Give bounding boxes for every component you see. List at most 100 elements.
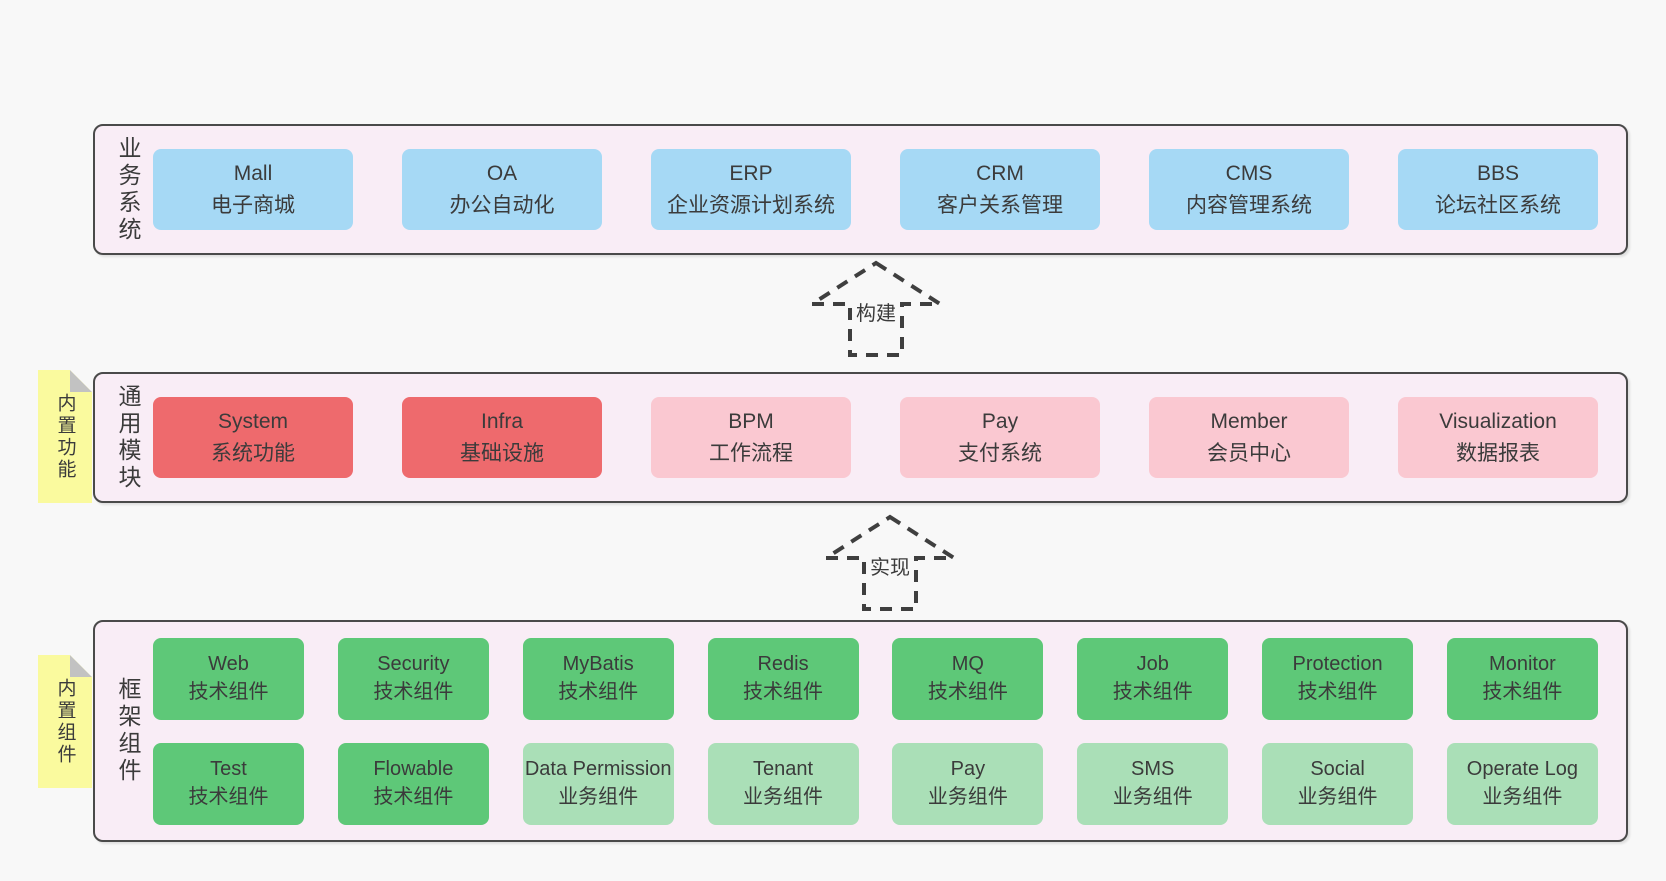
sticky-label-builtin-features: 内置功能 <box>54 392 76 481</box>
module-box: Redis 技术组件 <box>707 637 859 720</box>
folded-corner-icon <box>70 655 92 677</box>
module-box: Security 技术组件 <box>337 637 489 720</box>
module-subtitle: 技术组件 <box>188 785 269 808</box>
layer-label-framework-components: 框架组件 <box>115 677 141 785</box>
module-subtitle: 技术组件 <box>558 680 639 703</box>
module-box: Flowable 技术组件 <box>337 742 489 825</box>
module-name: CMS <box>1225 162 1273 185</box>
module-name: Web <box>208 653 249 676</box>
module-name: Infra <box>480 410 524 433</box>
module-box: CRM 客户关系管理 <box>900 149 1100 230</box>
module-box: BBS 论坛社区系统 <box>1398 149 1598 230</box>
module-name: BPM <box>728 410 774 433</box>
arrow-up-implement-icon: 实现 <box>819 514 961 611</box>
module-subtitle: 系统功能 <box>211 441 295 465</box>
module-box: Monitor 技术组件 <box>1446 637 1598 720</box>
module-box: Visualization 数据报表 <box>1398 397 1598 478</box>
module-box: OA 办公自动化 <box>402 149 602 230</box>
module-row: System 系统功能 Infra 基础设施 BPM 工作流程 Pay 支付系统… <box>153 397 1598 478</box>
module-box: Infra 基础设施 <box>402 397 602 478</box>
module-box: Social 业务组件 <box>1262 742 1414 825</box>
sticky-note-builtin-features: 内置功能 <box>38 370 92 503</box>
module-name: SMS <box>1131 758 1175 781</box>
module-name: Social <box>1310 758 1365 781</box>
module-subtitle: 技术组件 <box>188 680 269 703</box>
module-box: Protection 技术组件 <box>1262 637 1414 720</box>
module-name: BBS <box>1476 162 1520 185</box>
module-subtitle: 办公自动化 <box>449 193 555 217</box>
module-name: ERP <box>729 162 773 185</box>
layer-label-common-modules: 通用模块 <box>115 383 141 492</box>
sticky-label-builtin-components: 内置组件 <box>54 677 76 766</box>
module-subtitle: 工作流程 <box>709 441 793 465</box>
module-box: MQ 技术组件 <box>892 637 1044 720</box>
module-subtitle: 内容管理系统 <box>1186 193 1312 217</box>
module-name: Protection <box>1292 653 1383 676</box>
module-subtitle: 技术组件 <box>1482 680 1563 703</box>
module-box: Data Permission 业务组件 <box>522 742 674 825</box>
module-name: Security <box>377 653 450 676</box>
module-subtitle: 业务组件 <box>558 785 639 808</box>
module-box: MyBatis 技术组件 <box>522 637 674 720</box>
module-name: Pay <box>950 758 986 781</box>
module-name: Visualization <box>1439 410 1557 433</box>
folded-corner-icon <box>70 370 92 392</box>
layer-boxes-common: System 系统功能 Infra 基础设施 BPM 工作流程 Pay 支付系统… <box>153 374 1598 501</box>
module-subtitle: 会员中心 <box>1207 441 1291 465</box>
module-box: System 系统功能 <box>153 397 353 478</box>
arrow-up-build-icon: 构建 <box>805 260 947 357</box>
module-subtitle: 电子商城 <box>211 193 295 217</box>
module-name: Redis <box>757 653 809 676</box>
module-box: BPM 工作流程 <box>651 397 851 478</box>
module-subtitle: 论坛社区系统 <box>1435 193 1561 217</box>
module-name: Flowable <box>373 758 454 781</box>
module-box: Operate Log 业务组件 <box>1446 742 1598 825</box>
module-box: Mall 电子商城 <box>153 149 353 230</box>
module-name: MyBatis <box>562 653 634 676</box>
module-subtitle: 客户关系管理 <box>937 193 1063 217</box>
module-box: Test 技术组件 <box>153 742 304 825</box>
module-name: Data Permission <box>524 758 672 781</box>
module-subtitle: 业务组件 <box>1112 785 1193 808</box>
module-subtitle: 业务组件 <box>1297 785 1378 808</box>
module-subtitle: 业务组件 <box>1482 785 1563 808</box>
module-box: ERP 企业资源计划系统 <box>651 149 851 230</box>
module-box: Tenant 业务组件 <box>707 742 859 825</box>
module-name: Mall <box>233 162 273 185</box>
module-subtitle: 技术组件 <box>1112 680 1193 703</box>
module-subtitle: 业务组件 <box>743 785 824 808</box>
sticky-note-builtin-components: 内置组件 <box>38 655 92 788</box>
layer-common-modules: 通用模块 System 系统功能 Infra 基础设施 BPM 工作流程 Pay… <box>93 372 1628 503</box>
module-box: Pay 支付系统 <box>900 397 1100 478</box>
arrow-build-label: 构建 <box>856 302 896 325</box>
module-name: System <box>217 410 288 433</box>
module-subtitle: 数据报表 <box>1456 441 1540 465</box>
module-box: CMS 内容管理系统 <box>1149 149 1349 230</box>
module-subtitle: 企业资源计划系统 <box>667 193 835 217</box>
module-box: Member 会员中心 <box>1149 397 1349 478</box>
module-name: CRM <box>976 162 1024 185</box>
arrow-implement-label: 实现 <box>870 556 910 579</box>
layer-label-business-systems: 业务系统 <box>115 135 141 244</box>
module-name: Tenant <box>753 758 814 781</box>
module-subtitle: 技术组件 <box>1297 680 1378 703</box>
module-subtitle: 基础设施 <box>460 441 544 465</box>
module-row: Test 技术组件 Flowable 技术组件 Data Permission … <box>153 742 1598 825</box>
module-subtitle: 支付系统 <box>958 441 1042 465</box>
module-name: Job <box>1136 653 1169 676</box>
module-subtitle: 业务组件 <box>927 785 1008 808</box>
module-name: Member <box>1210 410 1288 433</box>
module-name: Operate Log <box>1466 758 1578 781</box>
module-box: SMS 业务组件 <box>1077 742 1229 825</box>
module-row: Mall 电子商城 OA 办公自动化 ERP 企业资源计划系统 CRM 客户关系… <box>153 149 1598 230</box>
layer-business-systems: 业务系统 Mall 电子商城 OA 办公自动化 ERP 企业资源计划系统 CRM… <box>93 124 1628 255</box>
module-box: Job 技术组件 <box>1077 637 1229 720</box>
module-box: Web 技术组件 <box>153 637 304 720</box>
module-subtitle: 技术组件 <box>373 680 454 703</box>
layer-boxes-framework: Web 技术组件 Security 技术组件 MyBatis 技术组件 Redi… <box>153 622 1598 840</box>
layer-framework-components: 框架组件 Web 技术组件 Security 技术组件 MyBatis 技术组件… <box>93 620 1628 842</box>
layer-boxes-business: Mall 电子商城 OA 办公自动化 ERP 企业资源计划系统 CRM 客户关系… <box>153 126 1598 253</box>
module-subtitle: 技术组件 <box>927 680 1008 703</box>
module-subtitle: 技术组件 <box>373 785 454 808</box>
